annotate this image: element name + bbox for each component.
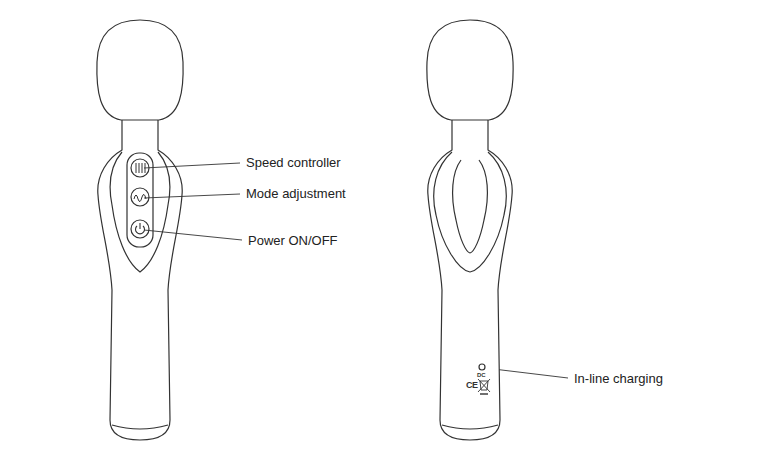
part-label: Speed controller — [246, 155, 341, 171]
port-marking: DC — [477, 372, 486, 379]
part-label: In-line charging — [574, 371, 663, 387]
certification-mark: CE — [466, 380, 478, 391]
part-label: Power ON/OFF — [248, 233, 338, 249]
part-label: Mode adjustment — [246, 186, 346, 202]
